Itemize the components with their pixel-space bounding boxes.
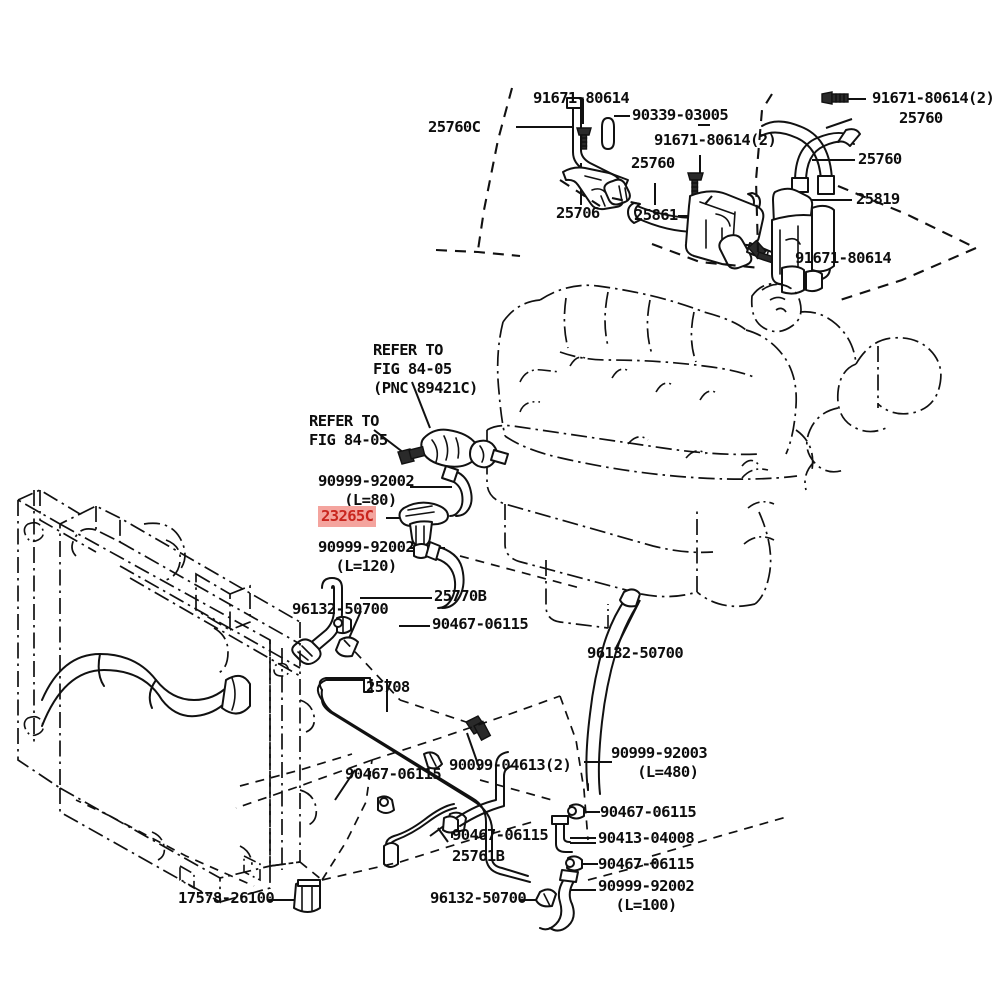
- part-90413-04008-bracket: [551, 815, 573, 853]
- label-96132-50700-b: 96132-50700: [587, 644, 684, 662]
- label-91671-80614-b: 91671-80614: [795, 249, 892, 267]
- part-23265C-valve: [398, 501, 449, 559]
- label-96132-50700-a: 96132-50700: [292, 600, 389, 618]
- part-90467-06115-clamp-d: [442, 815, 459, 834]
- part-17578-26100-insulator: [293, 879, 321, 913]
- label-90999-92003-L480: 90999-92003 (L=480): [611, 744, 708, 781]
- part-96132-50700-clamp-a: [335, 636, 359, 658]
- label-90999-92002-L120: 90999-92002 (L=120): [318, 538, 415, 575]
- part-90467-06115-clamp-b: [423, 751, 443, 770]
- part-91671-80614-bolt-a: [576, 127, 592, 150]
- part-90467-06115-clamp-c: [377, 795, 395, 814]
- label-90467-06115-d: 90467-06115: [598, 855, 695, 873]
- label-23265C: 23265C: [318, 506, 377, 527]
- label-91671-80614-2b: 91671-80614(2): [872, 89, 995, 107]
- label-refer-fig-84-05: REFER TO FIG 84-05: [309, 412, 388, 449]
- label-25861: 25861: [634, 206, 678, 224]
- part-25706-bracket: [562, 166, 631, 211]
- label-refer-fig-84-05-pnc: REFER TO FIG 84-05 (PNC 89421C): [373, 341, 478, 397]
- part-90467-06115-clamp-e: [567, 803, 585, 820]
- label-17578-26100: 17578-26100: [178, 889, 275, 907]
- label-90467-06115-b: 90467-06115: [345, 765, 442, 783]
- part-96132-50700-hose-b: [585, 588, 641, 795]
- label-25706: 25706: [556, 204, 600, 222]
- part-90467-06115-clamp-a: [333, 615, 352, 635]
- part-90339-03005-grommet: [601, 117, 615, 150]
- label-25760-c: 25760: [858, 150, 902, 168]
- part-25819-vsv: [771, 187, 835, 295]
- lower-envelope-lines: [75, 555, 791, 887]
- label-25770B: 25770B: [434, 587, 487, 605]
- label-90467-06115-e: 90467-06115: [452, 826, 549, 844]
- engine-outline: [486, 282, 942, 629]
- label-25761B: 25761B: [452, 847, 505, 865]
- label-25760C: 25760C: [428, 118, 481, 136]
- part-25760-hose-c: [760, 120, 835, 195]
- part-90099-04613-bolt: [464, 715, 492, 742]
- part-90999-92002-L100-hose: [539, 869, 579, 932]
- part-90999-92002-L120-hose: [425, 541, 465, 609]
- part-89421C-sensor: [420, 428, 509, 469]
- label-25760-a: 25760: [631, 154, 675, 172]
- label-90467-06115-c: 90467-06115: [600, 803, 697, 821]
- label-91671-80614-a: 91671-80614: [533, 89, 630, 107]
- assembly-envelope-lines: [435, 87, 977, 301]
- label-90413-04008: 90413-04008: [598, 829, 695, 847]
- part-91671-80614-bolt-d: [821, 91, 849, 105]
- part-96132-50700-clamp-c: [535, 888, 557, 908]
- label-25760-b: 25760: [899, 109, 943, 127]
- label-23265C-highlight: 23265C: [318, 506, 377, 527]
- label-25708: 25708: [366, 678, 410, 696]
- label-90999-92002-L100: 90999-92002 (L=100): [598, 877, 695, 914]
- label-90467-06115-a: 90467-06115: [432, 615, 529, 633]
- radiator-outline: [17, 489, 318, 904]
- part-91671-80614-bolt-b: [687, 172, 704, 196]
- part-25708-pipe: [316, 677, 531, 883]
- label-91671-80614-2a: 91671-80614(2): [654, 131, 777, 149]
- label-96132-50700-c: 96132-50700: [430, 889, 527, 907]
- part-pipe-upper-bottom: [455, 751, 513, 827]
- part-90467-06115-clamp-f: [565, 855, 583, 872]
- part-90999-92002-L80-hose: [441, 465, 473, 517]
- label-90999-92002-L80: 90999-92002 (L=80): [318, 472, 415, 509]
- label-90099-04613: 90099-04613(2): [449, 756, 572, 774]
- part-refer-84-05-fitting: [397, 445, 426, 465]
- label-90339-03005: 90339-03005: [632, 106, 729, 124]
- label-25819: 25819: [856, 190, 900, 208]
